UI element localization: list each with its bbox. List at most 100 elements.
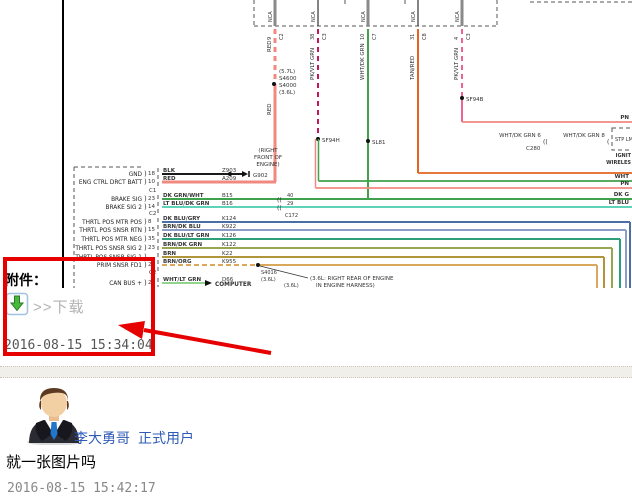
svg-text:S4000: S4000: [279, 83, 297, 89]
svg-text:29: 29: [287, 201, 293, 207]
svg-text:SF94H: SF94H: [322, 138, 340, 144]
svg-text:): ): [144, 279, 147, 287]
svg-text:THRTL POS SNSR RTN: THRTL POS SNSR RTN: [78, 228, 142, 234]
svg-text:38: 38: [310, 34, 316, 40]
svg-text:B15: B15: [222, 193, 233, 199]
svg-text:WHT/DK GRN 8: WHT/DK GRN 8: [563, 133, 605, 139]
svg-text:((: ((: [277, 197, 282, 204]
svg-text:BRAKE SIG: BRAKE SIG: [111, 197, 142, 203]
user-avatar[interactable]: [22, 385, 86, 446]
svg-text:TAN/RED: TAN/RED: [410, 56, 416, 81]
svg-text:IN ENGINE HARNESS): IN ENGINE HARNESS): [316, 283, 375, 289]
svg-text:31: 31: [410, 34, 416, 40]
svg-text:(3.6L): (3.6L): [261, 277, 276, 283]
svg-text:): ): [144, 226, 147, 234]
svg-text:DK G: DK G: [614, 192, 630, 198]
svg-text:SL81: SL81: [372, 140, 386, 146]
svg-text:((: ((: [277, 205, 282, 212]
svg-text:A209: A209: [222, 176, 237, 182]
svg-text:(: (: [607, 139, 609, 146]
svg-text:NCA: NCA: [455, 11, 461, 22]
svg-text:NCA: NCA: [411, 11, 417, 22]
svg-text:C2: C2: [149, 211, 156, 217]
svg-text:THRTL POS SNSR SIG 2: THRTL POS SNSR SIG 2: [74, 246, 142, 252]
svg-text:K124: K124: [222, 216, 237, 222]
svg-text:K922: K922: [222, 224, 236, 230]
svg-text:K22: K22: [222, 251, 233, 257]
user-group-badge: 正式用户: [138, 430, 194, 446]
svg-text:DK BLU/GRY: DK BLU/GRY: [163, 216, 201, 222]
username-link[interactable]: 李大勇哥: [74, 430, 130, 446]
annotation-arrow: [118, 321, 272, 355]
svg-text:): ): [144, 203, 147, 211]
post-divider: [0, 366, 632, 378]
svg-text:K122: K122: [222, 242, 236, 248]
download-link[interactable]: >>下载: [33, 299, 85, 316]
svg-text:PRIM SNSR FD1: PRIM SNSR FD1: [97, 263, 142, 269]
svg-text:10: 10: [148, 179, 155, 185]
svg-text:C1: C1: [149, 188, 156, 194]
svg-text:WHT/DK GRN 6: WHT/DK GRN 6: [499, 133, 541, 139]
svg-text:BRN/DK BLU: BRN/DK BLU: [163, 224, 201, 230]
annotation-rectangle: [3, 257, 155, 356]
svg-text:C8: C8: [422, 33, 428, 40]
svg-text:D66: D66: [222, 277, 234, 283]
svg-text:PN: PN: [620, 115, 629, 121]
svg-text:): ): [144, 235, 147, 243]
svg-text:): ): [144, 261, 147, 269]
svg-text:S4600: S4600: [279, 76, 297, 82]
svg-text:THRTL POS MTR POS: THRTL POS MTR POS: [81, 220, 142, 226]
attachment-timestamp: 2016-08-15 15:34:04: [4, 338, 153, 353]
svg-text:(3.6L): (3.6L): [279, 90, 295, 96]
svg-text:14: 14: [148, 204, 155, 210]
svg-text:(3.6L): (3.6L): [284, 283, 299, 289]
svg-text:): ): [144, 195, 147, 203]
svg-text:(RIGHT: (RIGHT: [258, 148, 278, 154]
svg-text:BLK: BLK: [163, 168, 176, 174]
svg-text:STP LMP: STP LMP: [615, 137, 632, 143]
svg-text:C7: C7: [372, 33, 378, 40]
svg-text:S4016: S4016: [261, 270, 277, 276]
svg-text:NCA: NCA: [361, 11, 367, 22]
svg-text:BRN/ORG: BRN/ORG: [163, 259, 192, 265]
svg-text:4: 4: [454, 37, 460, 40]
svg-text:GND: GND: [129, 172, 143, 178]
svg-text:(5.7L): (5.7L): [279, 69, 295, 75]
svg-text:WHT: WHT: [615, 174, 630, 180]
svg-text:): ): [144, 218, 147, 226]
svg-text:RED: RED: [163, 176, 176, 182]
svg-text:): ): [144, 178, 147, 186]
svg-text:NCA: NCA: [311, 11, 317, 22]
svg-text:15: 15: [148, 227, 155, 233]
svg-text:C3: C3: [466, 33, 472, 40]
svg-text:K126: K126: [222, 233, 237, 239]
svg-text:): ): [144, 244, 147, 252]
svg-text:18: 18: [148, 171, 155, 177]
svg-text:PK/VLT GRN: PK/VLT GRN: [310, 48, 316, 80]
svg-text:BRAKE SIG 2: BRAKE SIG 2: [106, 205, 143, 211]
svg-text:SF94B: SF94B: [466, 97, 484, 103]
svg-text:C3: C3: [322, 33, 328, 40]
svg-text:COMPUTER: COMPUTER: [215, 282, 252, 288]
comment-timestamp: 2016-08-15 15:42:17: [7, 481, 156, 496]
svg-text:BRN/DK GRN: BRN/DK GRN: [163, 242, 203, 248]
svg-text:IGNIT: IGNIT: [616, 153, 632, 159]
svg-text:K955: K955: [222, 259, 237, 265]
svg-text:23: 23: [148, 196, 155, 202]
svg-text:NCA: NCA: [268, 11, 274, 22]
svg-text:FRONT OF: FRONT OF: [254, 155, 282, 161]
svg-text:BRN: BRN: [163, 251, 176, 257]
comment-content: 就一张图片吗: [6, 454, 97, 471]
svg-text:Z903: Z903: [222, 168, 237, 174]
svg-text:C2: C2: [279, 33, 285, 40]
svg-text:9: 9: [267, 37, 273, 40]
svg-text:LT BLU/DK GRN: LT BLU/DK GRN: [163, 201, 210, 207]
svg-text:DK BLU/LT GRN: DK BLU/LT GRN: [163, 233, 210, 239]
svg-text:): ): [144, 170, 147, 178]
svg-text:C280: C280: [526, 146, 541, 152]
svg-text:G902: G902: [253, 173, 268, 179]
svg-text:B16: B16: [222, 201, 233, 207]
